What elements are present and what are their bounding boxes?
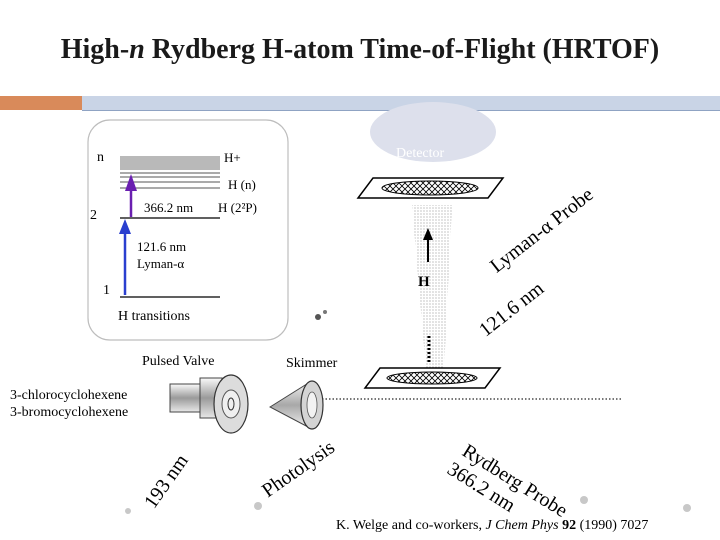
level-1-label: 1 xyxy=(103,283,110,298)
energy-level-inset xyxy=(87,119,289,341)
h-plus-label: H+ xyxy=(224,150,241,165)
skimmer-label: Skimmer xyxy=(286,356,338,371)
level-2-label: 2 xyxy=(90,208,97,223)
lyman-alpha-label: Lyman-α xyxy=(137,256,185,271)
h-atom-label: H xyxy=(418,274,430,290)
pulsed-valve-label: Pulsed Valve xyxy=(142,354,215,369)
n-label: n xyxy=(97,150,104,165)
wavelength-366-label: 366.2 nm xyxy=(144,200,194,215)
pulsed-valve-stem xyxy=(169,383,201,413)
h-transitions-caption: H transitions xyxy=(118,309,190,324)
sample-chlorocyclohexene: 3-chlorocyclohexene xyxy=(10,388,128,403)
wavelength-121-label: 121.6 nm xyxy=(137,239,187,254)
ionization-continuum xyxy=(120,156,220,170)
title-rule xyxy=(82,96,720,110)
title-rule-accent xyxy=(0,96,82,110)
detector-ellipse xyxy=(370,102,496,162)
flight-tube xyxy=(412,205,452,370)
detector-label: Detector xyxy=(396,146,445,161)
sample-bromocyclohexene: 3-bromocyclohexene xyxy=(10,405,129,420)
h-2p-label: H (2²P) xyxy=(218,200,257,215)
citation: K. Welge and co-workers, J Chem Phys 92 … xyxy=(336,518,649,533)
page-title: High-n Rydberg H-atom Time-of-Flight (HR… xyxy=(60,34,660,65)
h-n-label: H (n) xyxy=(228,177,256,192)
